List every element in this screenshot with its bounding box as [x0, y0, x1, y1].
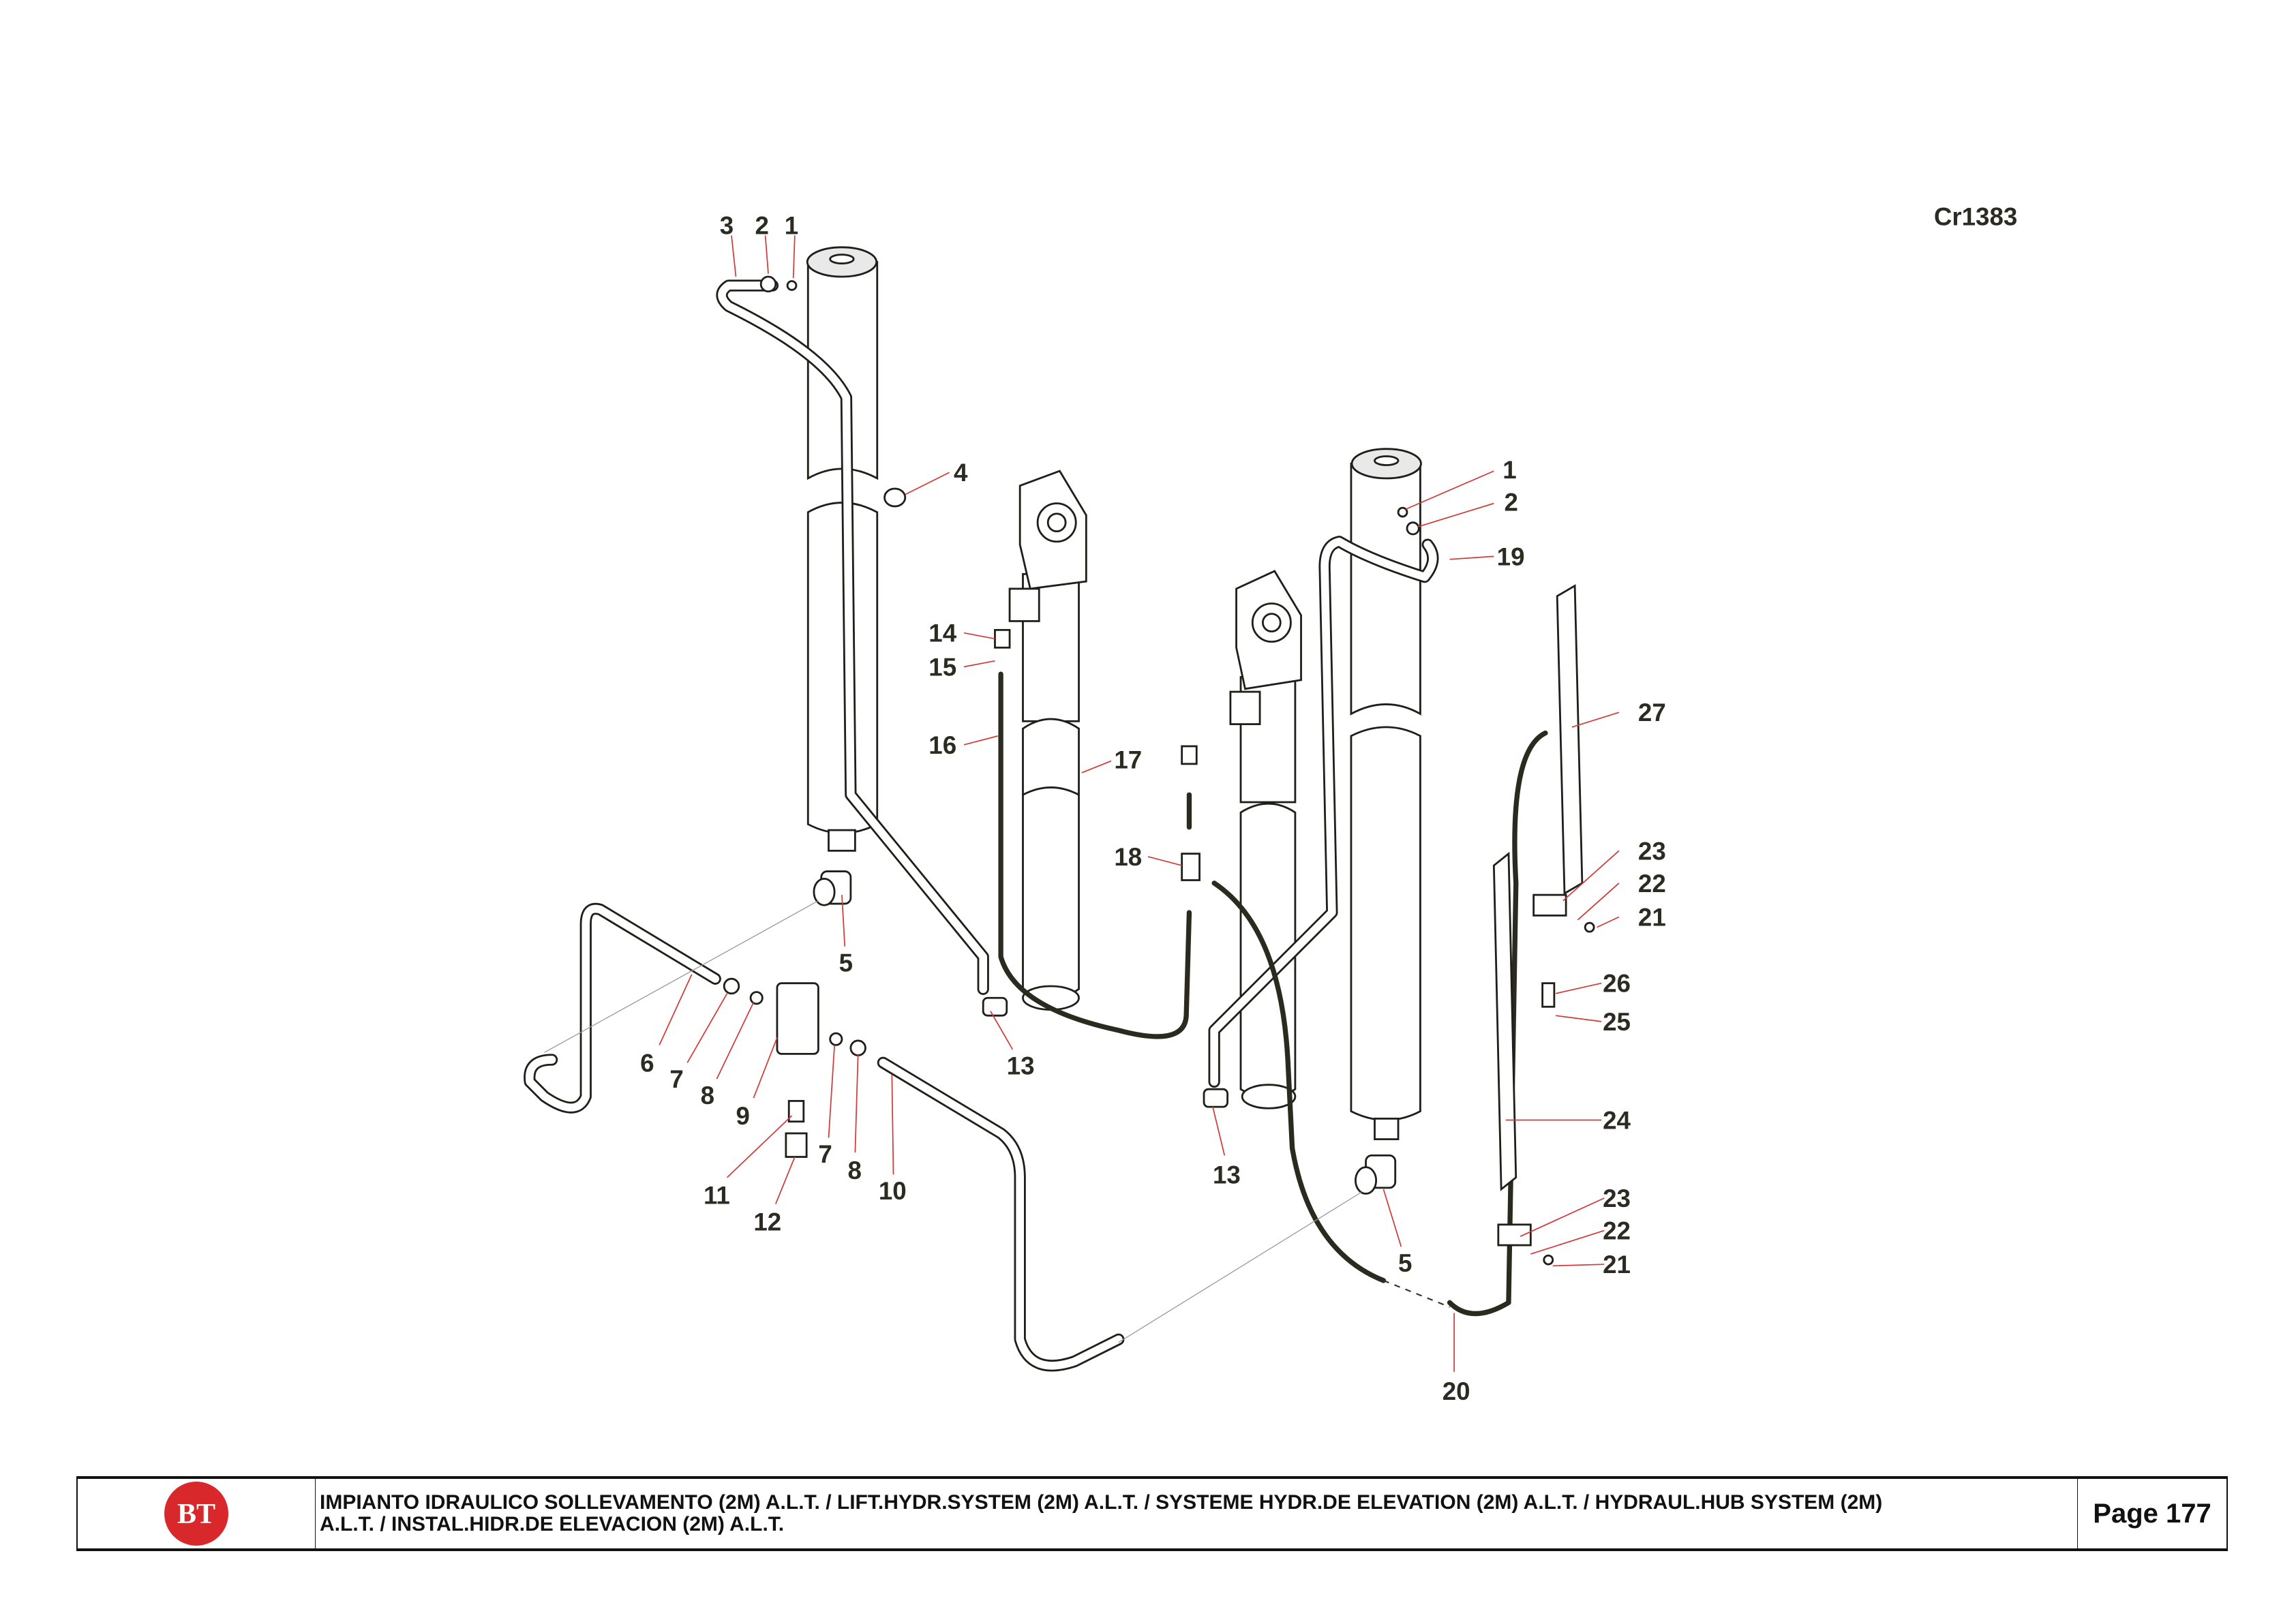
callout: 2 [1504, 488, 1517, 516]
callout: 3 [720, 211, 734, 239]
callout: 19 [1497, 542, 1525, 570]
rigid-pipes [524, 279, 1439, 1372]
callout: 5 [1398, 1249, 1412, 1277]
callout: 12 [753, 1208, 781, 1236]
callout: 18 [1114, 843, 1142, 871]
callout: 24 [1603, 1106, 1631, 1134]
callout: 1 [1502, 456, 1516, 484]
callout: 10 [879, 1177, 907, 1205]
callout: 20 [1442, 1377, 1470, 1405]
callout: 22 [1638, 870, 1666, 898]
callout: 9 [736, 1102, 749, 1130]
callout: 23 [1638, 837, 1666, 865]
title-line-1: IMPIANTO IDRAULICO SOLLEVAMENTO (2M) A.L… [320, 1491, 1883, 1514]
bt-logo: BT [78, 1479, 316, 1548]
callout-labels: 3 2 1 4 1 2 19 14 15 16 17 18 27 23 22 2… [640, 211, 1666, 1405]
callout: 5 [839, 949, 853, 977]
callout: 21 [1603, 1251, 1631, 1279]
callout: 26 [1603, 970, 1631, 998]
callout: 27 [1638, 699, 1666, 726]
callout: 1 [785, 211, 798, 239]
callout: 22 [1603, 1216, 1631, 1244]
callout: 16 [928, 731, 956, 759]
hoses [998, 671, 1548, 1317]
callout: 23 [1603, 1184, 1631, 1212]
page-number: Page 177 [2093, 1498, 2211, 1529]
callout: 4 [954, 459, 968, 487]
page-title: IMPIANTO IDRAULICO SOLLEVAMENTO (2M) A.L… [316, 1479, 2078, 1548]
callout: 15 [928, 653, 956, 681]
callout: 14 [928, 619, 956, 647]
callout: 11 [704, 1182, 730, 1210]
callout: 17 [1114, 746, 1142, 774]
lift-cylinder-2 [1008, 470, 1087, 1011]
bt-logo-icon: BT [164, 1482, 228, 1546]
lift-cylinder-left [806, 246, 879, 852]
lift-cylinder-3 [1229, 570, 1302, 1110]
title-line-2: A.L.T. / INSTAL.HIDR.DE ELEVACION (2M) A… [320, 1513, 785, 1535]
callout: 13 [1213, 1161, 1241, 1189]
title-block: BT IMPIANTO IDRAULICO SOLLEVAMENTO (2M) … [76, 1476, 2228, 1551]
callout: 7 [669, 1065, 683, 1093]
brackets [544, 584, 1595, 1343]
logo-text: BT [177, 1499, 215, 1530]
callout: 7 [818, 1140, 832, 1168]
callout: 6 [640, 1049, 654, 1077]
drawing-reference: Cr1383 [1934, 202, 2017, 230]
callout: 2 [755, 211, 769, 239]
leader-lines [659, 235, 1620, 1372]
callout: 25 [1603, 1008, 1631, 1036]
callout: 13 [1007, 1052, 1035, 1080]
callout: 8 [701, 1082, 714, 1110]
callout: 8 [848, 1157, 862, 1184]
lift-cylinder-right [1350, 448, 1422, 1141]
fittings [723, 275, 1556, 1195]
callout: 21 [1638, 903, 1666, 931]
